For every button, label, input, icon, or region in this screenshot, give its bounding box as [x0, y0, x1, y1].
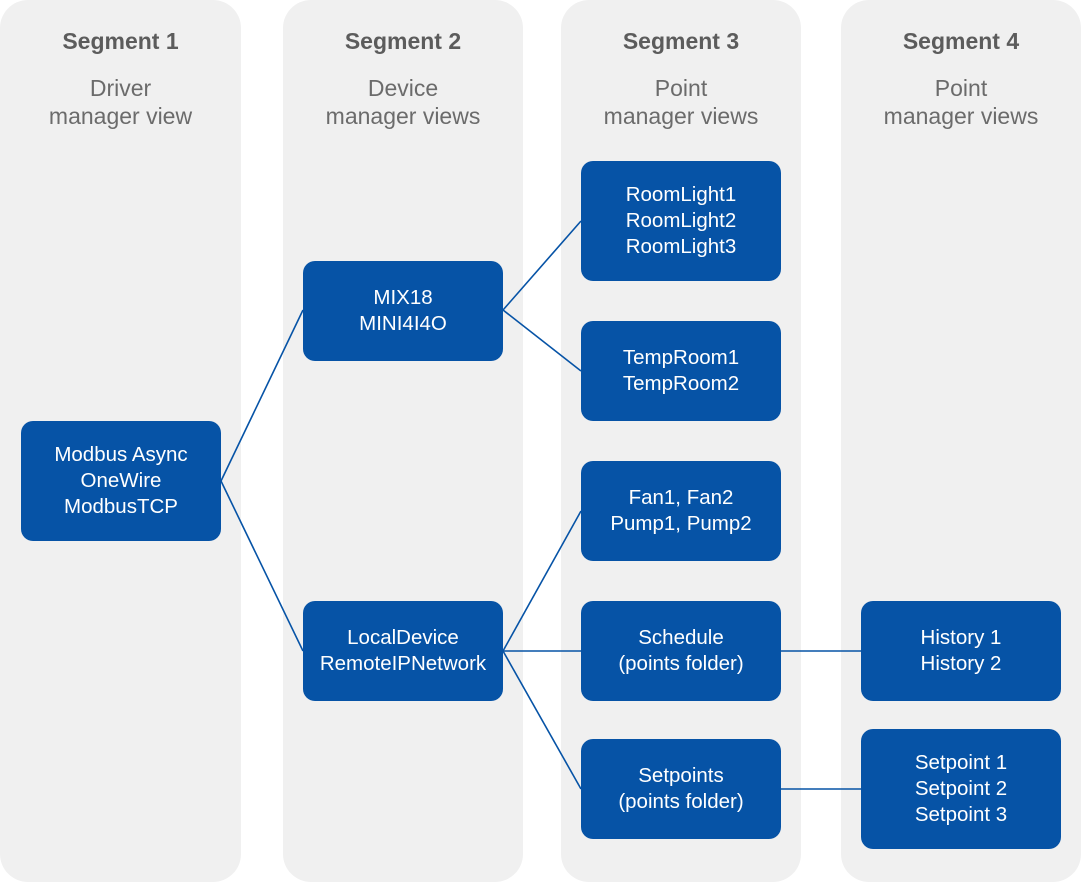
node-temp-rooms: TempRoom1 TempRoom2 [581, 321, 781, 421]
node-setpoint-points-line-1: Setpoint 1 [914, 751, 1008, 774]
connector-drivers-to-devices-a [220, 309, 304, 482]
node-drivers-line-3: ModbusTCP [64, 495, 178, 518]
segment-3-title: Segment 3 [622, 28, 740, 54]
connector-devices-b-to-fans-pumps [502, 510, 582, 652]
segment-4-subtitle: Point manager views [841, 74, 1081, 130]
segment-3-subtitle: Point manager views [561, 74, 801, 130]
node-devices-b: LocalDevice RemoteIPNetwork [303, 601, 503, 701]
node-room-lights-line-3: RoomLight3 [625, 235, 737, 258]
node-devices-b-line-2: RemoteIPNetwork [319, 652, 487, 675]
segment-1-subtitle-line-2: manager view [48, 103, 193, 129]
node-room-lights-line-1: RoomLight1 [625, 183, 737, 206]
segment-4-title: Segment 4 [902, 28, 1020, 54]
segment-3-column: Segment 3 Point manager views [561, 0, 801, 882]
node-setpoint-points-line-3: Setpoint 3 [914, 803, 1008, 826]
node-setpoint-points: Setpoint 1 Setpoint 2 Setpoint 3 [861, 729, 1061, 849]
node-room-lights: RoomLight1 RoomLight2 RoomLight3 [581, 161, 781, 281]
node-temp-rooms-line-1: TempRoom1 [622, 346, 740, 369]
segment-1-subtitle-line-1: Driver [89, 75, 152, 101]
connector-devices-b-to-setpoints [502, 650, 582, 790]
node-setpoints-line-1: Setpoints [638, 764, 724, 787]
node-fans-pumps-line-2: Pump1, Pump2 [610, 512, 752, 535]
node-history: History 1 History 2 [861, 601, 1061, 701]
node-schedule: Schedule (points folder) [581, 601, 781, 701]
segment-2-title: Segment 2 [344, 28, 462, 54]
node-devices-b-line-1: LocalDevice [347, 626, 459, 649]
connector-drivers-to-devices-b [220, 480, 304, 652]
segment-2-subtitle: Device manager views [283, 74, 523, 130]
node-fans-pumps: Fan1, Fan2 Pump1, Pump2 [581, 461, 781, 561]
segment-2-subtitle-line-1: Device [367, 75, 439, 101]
segment-2-column: Segment 2 Device manager views [283, 0, 523, 882]
node-drivers-line-2: OneWire [80, 469, 162, 492]
node-schedule-line-1: Schedule [638, 626, 724, 649]
node-devices-a: MIX18 MINI4I4O [303, 261, 503, 361]
segment-3-subtitle-line-2: manager views [603, 103, 759, 129]
segment-2-subtitle-line-2: manager views [325, 103, 481, 129]
segment-4-subtitle-line-1: Point [934, 75, 988, 101]
node-fans-pumps-line-1: Fan1, Fan2 [628, 486, 734, 509]
node-setpoints-line-2: (points folder) [618, 790, 744, 813]
connector-devices-a-to-room-lights [502, 220, 582, 311]
segment-1-subtitle: Driver manager view [0, 74, 241, 130]
node-history-line-2: History 2 [920, 652, 1002, 675]
segment-4-subtitle-line-2: manager views [883, 103, 1039, 129]
node-temp-rooms-line-2: TempRoom2 [622, 372, 740, 395]
segment-1-title: Segment 1 [62, 28, 179, 54]
node-room-lights-line-2: RoomLight2 [625, 209, 737, 232]
node-schedule-line-2: (points folder) [618, 652, 744, 675]
segment-3-subtitle-line-1: Point [654, 75, 708, 101]
connector-devices-a-to-temp-rooms [502, 309, 582, 372]
node-drivers: Modbus Async OneWire ModbusTCP [21, 421, 221, 541]
node-history-line-1: History 1 [920, 626, 1002, 649]
node-devices-a-line-1: MIX18 [373, 286, 433, 309]
node-setpoint-points-line-2: Setpoint 2 [914, 777, 1008, 800]
node-drivers-line-1: Modbus Async [54, 443, 188, 466]
node-setpoints: Setpoints (points folder) [581, 739, 781, 839]
node-devices-a-line-2: MINI4I4O [359, 312, 447, 335]
